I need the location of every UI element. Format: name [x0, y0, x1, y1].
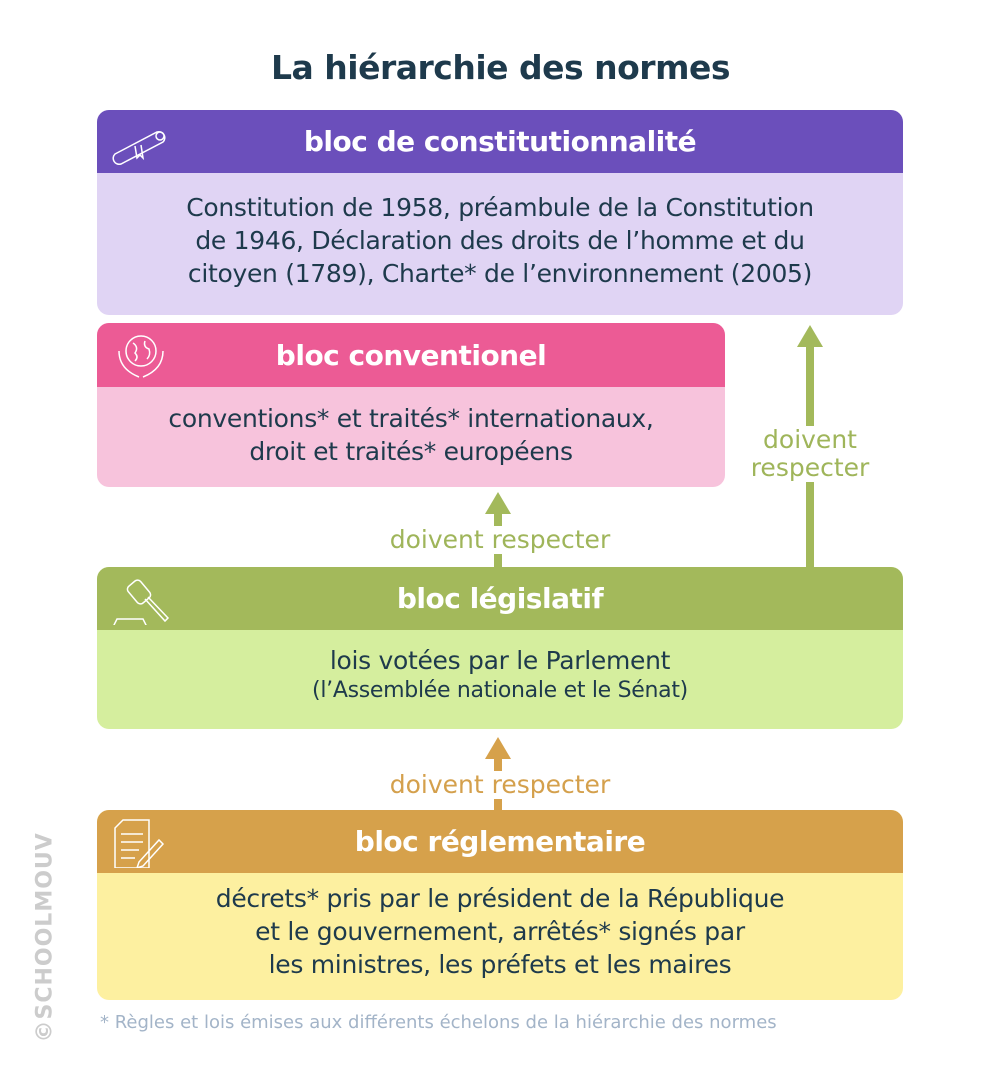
- block-text-line: lois votées par le Parlement: [329, 646, 671, 675]
- arrow-label-line: doivent: [763, 425, 857, 454]
- block-constitutionnalite: bloc de constitutionnalité Constitution …: [97, 110, 903, 315]
- watermark: ©SCHOOLMOUV: [32, 832, 58, 1043]
- arrow-label-line: respecter: [750, 453, 870, 482]
- block-title: bloc conventionel: [275, 338, 547, 372]
- block-text-line: les ministres, les préfets et les maires: [268, 950, 732, 979]
- block-header: bloc conventionel: [97, 323, 725, 387]
- arrow-label: doivent respecter: [740, 426, 880, 482]
- block-title: bloc de constitutionnalité: [303, 125, 697, 158]
- block-text-line: (l’Assemblée nationale et le Sénat): [312, 678, 688, 703]
- page-title: La hiérarchie des normes: [270, 48, 731, 87]
- block-title: bloc réglementaire: [354, 825, 646, 858]
- block-text-line: et le gouvernement, arrêtés* signés par: [255, 917, 745, 946]
- globe-laurel-icon: [118, 335, 164, 378]
- block-reglementaire: bloc réglementaire décrets* pris par le …: [97, 810, 903, 1000]
- block-title: bloc législatif: [396, 582, 604, 615]
- block-text-line: conventions* et traités* internationaux,: [168, 404, 654, 433]
- block-text-line: citoyen (1789), Charte* de l’environneme…: [187, 259, 813, 288]
- block-text-line: droit et traités* européens: [249, 437, 573, 466]
- block-legislatif: bloc législatif lois votées par le Parle…: [97, 567, 903, 729]
- document-pen-icon: [114, 819, 165, 868]
- arrow-up-icon: [485, 492, 511, 514]
- block-text-line: décrets* pris par le président de la Rép…: [215, 884, 785, 913]
- arrow-label: doivent respecter: [340, 526, 660, 554]
- block-header: bloc réglementaire: [97, 810, 903, 873]
- block-text-line: Constitution de 1958, préambule de la Co…: [186, 193, 814, 222]
- block-conventionel: bloc conventionel conventions* et traité…: [97, 323, 725, 487]
- block-text-line: de 1946, Déclaration des droits de l’hom…: [195, 226, 805, 255]
- arrow-label: doivent respecter: [340, 771, 660, 799]
- block-header: bloc de constitutionnalité: [97, 110, 903, 173]
- block-header: bloc législatif: [97, 567, 903, 630]
- scroll-icon: [112, 130, 166, 166]
- arrow-up-icon: [797, 325, 823, 347]
- gavel-icon: [113, 579, 170, 625]
- arrow-up-icon: [485, 737, 511, 759]
- footnote: * Règles et lois émises aux différents é…: [100, 1012, 777, 1033]
